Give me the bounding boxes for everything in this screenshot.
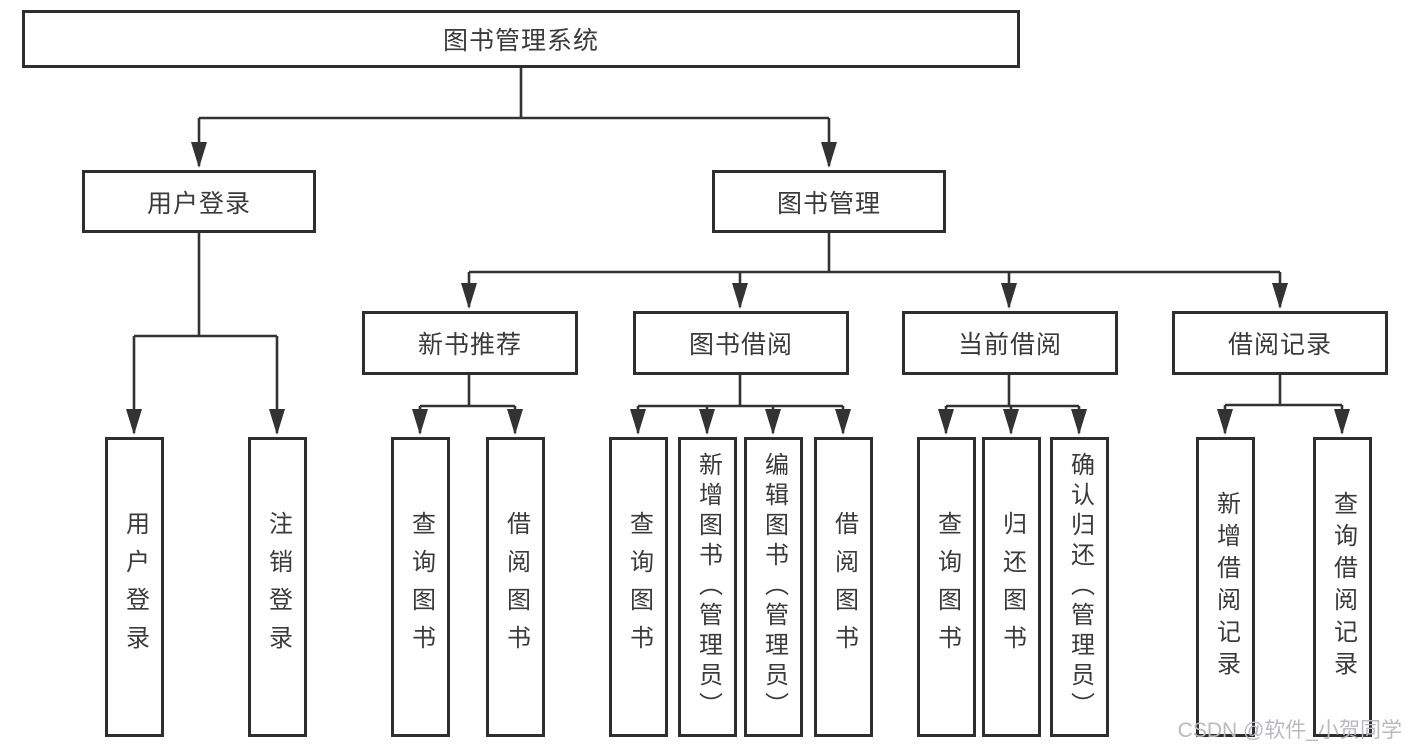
node-label: 用户登录 [146, 189, 251, 218]
leaf-query-books-recommend: 查询图书 [391, 437, 450, 737]
node-user-login: 用户登录 [82, 170, 316, 233]
node-book-management: 图书管理 [712, 170, 946, 233]
node-label: 新书推荐 [417, 331, 522, 359]
leaf-user-login: 用户登录 [105, 437, 164, 737]
node-label: 用户登录 [121, 511, 149, 663]
leaf-return-books: 归还图书 [982, 437, 1041, 737]
node-label: 借阅图书 [502, 511, 530, 663]
csdn-watermark: CSDN @软件_小贺同学 [1177, 719, 1402, 742]
leaf-add-books-admin: 新增图书（管理员） [678, 437, 737, 737]
node-label: 新增图书（管理员） [694, 452, 722, 722]
leaf-query-books-borrowing: 查询图书 [609, 437, 668, 737]
node-label: 借阅图书 [830, 511, 858, 663]
node-label: 编辑图书（管理员） [760, 452, 788, 722]
node-label: 查询借阅记录 [1329, 491, 1357, 683]
node-label: 借阅记录 [1227, 331, 1332, 359]
node-label: 归还图书 [998, 511, 1026, 663]
leaf-borrow-books-borrowing: 借阅图书 [814, 437, 873, 737]
leaf-logout: 注销登录 [248, 437, 307, 737]
leaf-add-borrow-record: 新增借阅记录 [1196, 437, 1255, 737]
node-label: 图书借阅 [688, 331, 793, 359]
node-label: 当前借阅 [957, 331, 1062, 359]
node-label: 确认归还（管理员） [1066, 452, 1094, 722]
node-label: 新增借阅记录 [1212, 491, 1240, 683]
leaf-borrow-books-recommend: 借阅图书 [486, 437, 545, 737]
leaf-query-books-current: 查询图书 [917, 437, 976, 737]
node-label: 图书管理 [776, 189, 881, 218]
node-current-borrowing: 当前借阅 [902, 311, 1118, 375]
leaf-query-borrow-record: 查询借阅记录 [1313, 437, 1372, 737]
node-label: 图书管理系统 [442, 27, 599, 55]
node-label: 查询图书 [407, 511, 435, 663]
node-book-borrowing: 图书借阅 [633, 311, 849, 375]
node-new-book-recommend: 新书推荐 [362, 311, 578, 375]
node-label: 注销登录 [264, 511, 292, 663]
node-borrow-records: 借阅记录 [1172, 311, 1388, 375]
leaf-confirm-return-admin: 确认归还（管理员） [1050, 437, 1109, 737]
node-library-management-system: 图书管理系统 [22, 10, 1020, 68]
leaf-edit-books-admin: 编辑图书（管理员） [744, 437, 803, 737]
node-label: 查询图书 [625, 511, 653, 663]
node-label: 查询图书 [933, 511, 961, 663]
